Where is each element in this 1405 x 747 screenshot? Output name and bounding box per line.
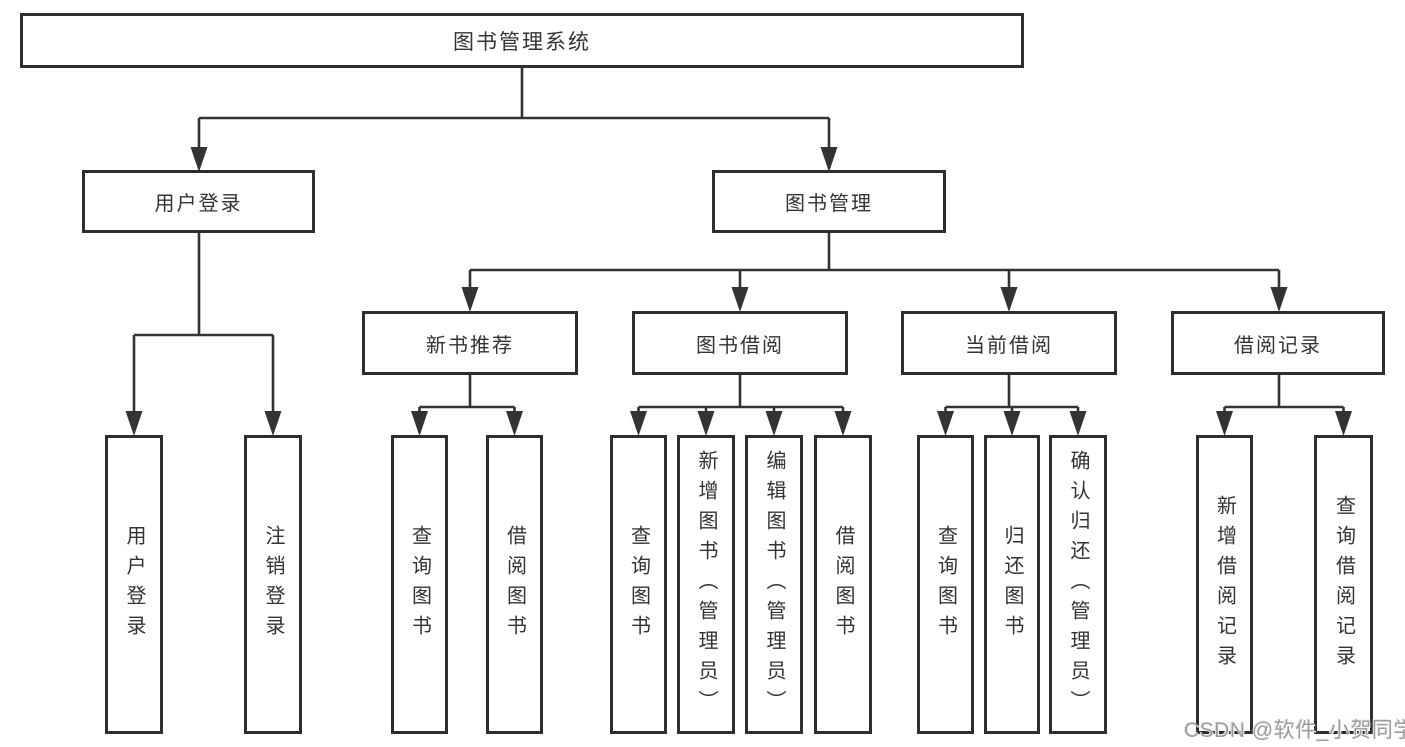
leaf-logout: 注销登录 — [244, 435, 302, 734]
arrow-down-icon — [461, 287, 479, 312]
leaf-current-query-books: 查询图书 — [917, 435, 974, 734]
leaf-borrow-borrow-books-label: 借阅图书 — [832, 524, 854, 645]
leaf-borrow-add-books-admin: 新增图书（管理员） — [677, 435, 735, 734]
arrow-down-icon — [190, 147, 208, 172]
node-book-management: 图书管理 — [712, 170, 946, 233]
leaf-user-login-label: 用户登录 — [123, 524, 145, 645]
arrow-down-icon — [1216, 411, 1233, 436]
arrow-down-icon — [630, 411, 647, 436]
node-current-borrow: 当前借阅 — [901, 311, 1117, 375]
leaf-user-login: 用户登录 — [105, 435, 163, 734]
leaf-logout-label: 注销登录 — [262, 524, 284, 645]
arrow-down-icon — [1000, 287, 1018, 312]
leaf-current-return-books-label: 归还图书 — [1001, 524, 1023, 645]
leaf-recommend-borrow-books: 借阅图书 — [486, 435, 543, 734]
arrow-down-icon — [411, 411, 428, 436]
node-book-borrow: 图书借阅 — [632, 311, 848, 375]
csdn-watermark: CSDN @软件_小贺同学 — [1184, 719, 1405, 742]
leaf-current-query-books-label: 查询图书 — [934, 524, 957, 645]
arrowheads — [125, 147, 1352, 436]
leaf-recommend-query-books: 查询图书 — [391, 435, 448, 734]
leaf-records-add-record-label: 新增借阅记录 — [1213, 494, 1236, 675]
arrow-down-icon — [1003, 411, 1021, 436]
leaf-records-query-record: 查询借阅记录 — [1314, 435, 1373, 734]
leaf-current-confirm-return-admin: 确认归还（管理员） — [1049, 435, 1107, 734]
leaf-borrow-edit-books-admin: 编辑图书（管理员） — [745, 435, 803, 734]
node-new-book-recommend: 新书推荐 — [362, 311, 578, 375]
leaf-records-add-record: 新增借阅记录 — [1196, 435, 1253, 734]
arrow-down-icon — [1069, 411, 1087, 436]
leaf-borrow-query-books-label: 查询图书 — [627, 524, 650, 645]
arrow-down-icon — [937, 411, 954, 436]
leaf-borrow-add-books-admin-label: 新增图书（管理员） — [695, 449, 717, 720]
arrow-down-icon — [765, 411, 783, 436]
node-library-system: 图书管理系统 — [20, 13, 1024, 68]
arrow-down-icon — [834, 411, 852, 436]
arrow-down-icon — [125, 411, 143, 436]
arrow-down-icon — [697, 411, 715, 436]
arrow-down-icon — [1270, 287, 1288, 312]
leaf-recommend-borrow-books-label: 借阅图书 — [503, 524, 526, 645]
leaf-recommend-query-books-label: 查询图书 — [408, 524, 431, 645]
arrow-down-icon — [731, 287, 749, 312]
leaf-borrow-borrow-books: 借阅图书 — [814, 435, 872, 734]
arrow-down-icon — [820, 147, 838, 172]
node-user-login: 用户登录 — [82, 170, 315, 233]
arrow-down-icon — [506, 411, 523, 436]
leaf-borrow-query-books: 查询图书 — [610, 435, 667, 734]
leaf-current-return-books: 归还图书 — [984, 435, 1040, 734]
leaf-borrow-edit-books-admin-label: 编辑图书（管理员） — [763, 449, 785, 720]
arrow-down-icon — [1335, 411, 1352, 436]
arrow-down-icon — [264, 411, 282, 436]
leaf-records-query-record-label: 查询借阅记录 — [1332, 494, 1355, 675]
leaf-current-confirm-return-admin-label: 确认归还（管理员） — [1067, 449, 1089, 720]
node-borrow-records: 借阅记录 — [1171, 311, 1385, 375]
